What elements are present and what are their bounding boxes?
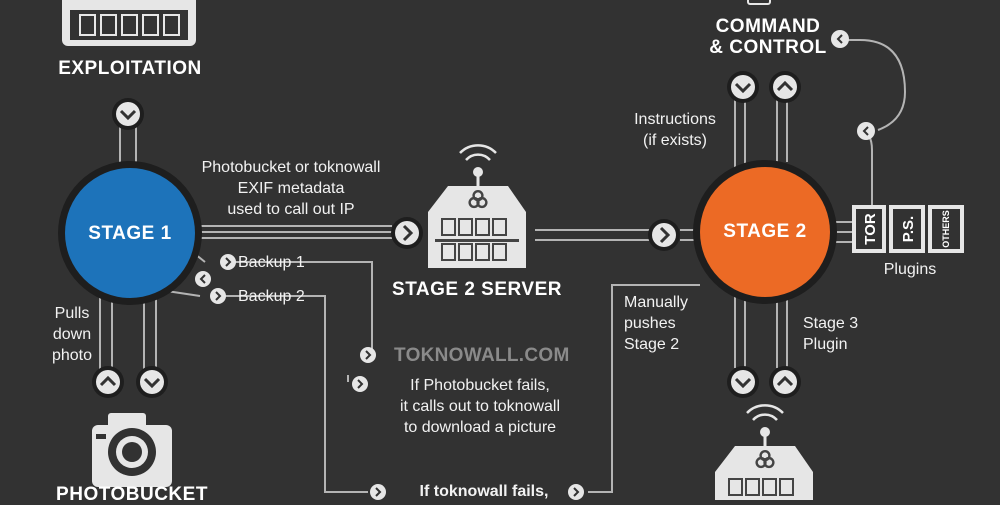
manually-pushes-label: Manually pushes Stage 2 <box>624 294 689 353</box>
exif-metadata-label: Photobucket or toknowall EXIF metadata u… <box>201 159 381 218</box>
chevron-right-icon <box>568 484 584 500</box>
chevron-right-icon <box>210 288 226 304</box>
chevron-right-icon <box>648 219 680 251</box>
plugin-boxes: TOR P.S. OTHERS <box>852 205 964 253</box>
pulls-down-photo-label: Pulls down photo <box>51 305 93 364</box>
backup-1-label: Backup 1 <box>238 254 305 271</box>
chevron-right-icon <box>391 217 423 249</box>
chevron-badges <box>92 30 875 500</box>
stage-3-plugin-label: Stage 3 Plugin <box>803 315 859 353</box>
exploitation-server-icon <box>62 0 196 46</box>
stage-2-server-label: STAGE 2 SERVER <box>392 279 562 300</box>
chevron-left-icon <box>857 122 875 140</box>
chevron-left-icon <box>195 271 211 287</box>
plugins-label: Plugins <box>883 261 937 278</box>
stage-2-label: STAGE 2 <box>723 221 807 242</box>
plugin-others-label: OTHERS <box>941 210 951 248</box>
chevron-down-icon <box>727 366 759 398</box>
plugin-tor-label: TOR <box>862 213 879 245</box>
chevron-down-icon <box>727 71 759 103</box>
stage-2-node <box>693 160 837 304</box>
bottom-server-icon <box>715 404 813 500</box>
photobucket-fails-label: If Photobucket fails, it calls out to to… <box>399 377 561 436</box>
stage-1-node <box>58 161 202 305</box>
chevron-right-icon <box>370 484 386 500</box>
chevron-down-icon <box>136 366 168 398</box>
instructions-label: Instructions (if exists) <box>634 111 716 149</box>
toknowall-fails-label: If toknowall fails, <box>419 483 549 500</box>
command-control-icon <box>747 0 771 5</box>
chevron-right-icon <box>352 376 368 392</box>
chevron-right-icon <box>360 347 376 363</box>
chevron-up-icon <box>92 366 124 398</box>
photobucket-label: PHOTOBUCKET <box>56 484 208 505</box>
exploitation-label: EXPLOITATION <box>58 58 202 79</box>
chevron-up-icon <box>769 366 801 398</box>
stage-2-server-icon <box>428 144 526 268</box>
chevron-left-icon <box>831 30 849 48</box>
command-control-label: COMMAND & CONTROL <box>709 16 827 58</box>
chevron-down-icon <box>112 98 144 130</box>
backup-2-label: Backup 2 <box>238 288 305 305</box>
toknowall-label: TOKNOWALL.COM <box>394 345 570 366</box>
stage-1-label: STAGE 1 <box>88 223 172 244</box>
chevron-right-icon <box>220 254 236 270</box>
chevron-up-icon <box>769 71 801 103</box>
plugin-ps-label: P.S. <box>900 216 917 242</box>
camera-icon <box>92 413 172 487</box>
